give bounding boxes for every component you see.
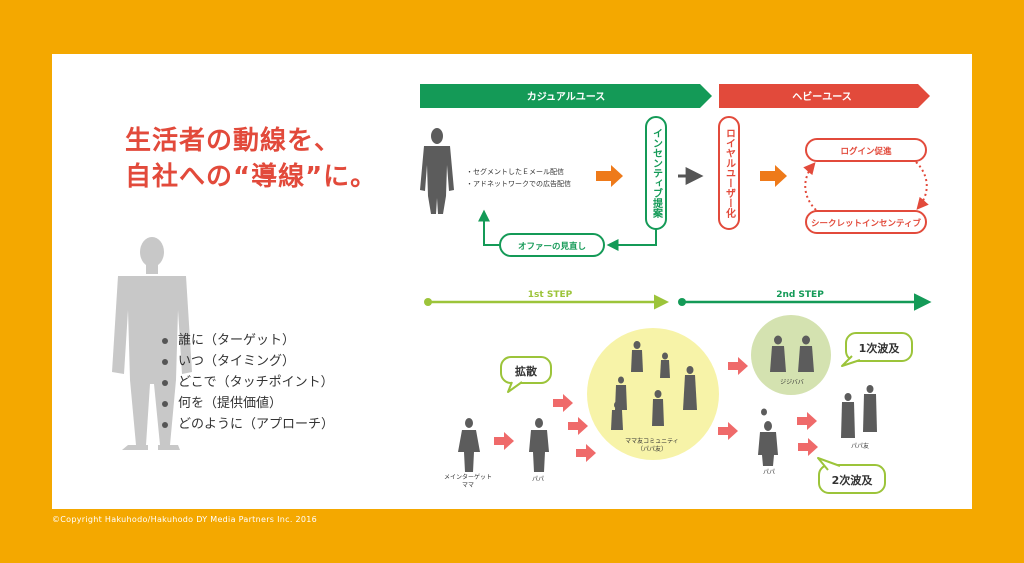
incentive-proposal-label: インセンティブ提案	[651, 128, 664, 219]
grandparents-circle	[751, 315, 831, 395]
spread-label: 拡散	[515, 364, 538, 378]
question-who: 誰に（ターゲット）	[178, 333, 296, 348]
papa-label: パパ	[532, 476, 544, 483]
bullet-dot	[162, 337, 168, 344]
mama-community-label-2: （パパ友）	[637, 445, 667, 453]
bullet-dot	[162, 379, 168, 386]
papa-silhouette	[529, 418, 549, 472]
main-target-label-2: ママ	[462, 482, 474, 489]
question-when: いつ（タイミング）	[178, 354, 296, 369]
list-item: どのように（アプローチ）	[162, 414, 334, 435]
incentive-proposal-box: インセンティブ提案	[645, 116, 667, 230]
loyal-user-label: ロイヤルユーザー化	[724, 128, 736, 219]
first-step-label: 1st STEP	[528, 290, 573, 300]
spread-arrows	[494, 357, 818, 462]
grandparents-label: ジジババ	[780, 379, 804, 386]
heavy-use-banner: ヘビーユース	[719, 84, 930, 108]
loyal-user-box: ロイヤルユーザー化	[718, 116, 740, 230]
adnetwork-bullet: ・アドネットワークでの広告配信	[466, 179, 571, 188]
headline-line-2: 自社への“導線”に。	[125, 162, 378, 192]
copyright-text: ©Copyright Hakuhodo/Hakuhodo DY Media Pa…	[52, 515, 318, 524]
orange-arrow-1	[596, 165, 623, 187]
papa2-label: パパ	[763, 469, 775, 476]
question-where: どこで（タッチポイント）	[178, 375, 334, 390]
return-line	[478, 209, 500, 246]
spread-bubble: 拡散	[500, 356, 552, 393]
secret-incentive-box: シークレットインセンティブ	[805, 210, 927, 234]
login-promotion-label: ログイン促進	[840, 146, 892, 157]
email-bullet: ・セグメントしたＥメール配信	[466, 167, 564, 176]
feedback-line	[606, 229, 657, 251]
casual-use-label: カジュアルユース	[527, 91, 606, 103]
casual-use-banner: カジュアルユース	[420, 84, 712, 108]
list-item: いつ（タイミング）	[162, 351, 334, 372]
offer-review-box: オファーの見直し	[499, 233, 605, 257]
papa-with-child-silhouette	[758, 408, 778, 466]
large-person-silhouette	[112, 237, 192, 450]
second-step-label: 2nd STEP	[776, 290, 824, 300]
loop-left-arrow	[803, 162, 817, 211]
question-list: 誰に（ターゲット） いつ（タイミング） どこで（タッチポイント） 何を（提供価値…	[162, 330, 334, 435]
content-card	[52, 54, 972, 509]
papa-friends-silhouettes	[841, 385, 877, 438]
question-what: 何を（提供価値）	[178, 396, 283, 411]
list-item: 何を（提供価値）	[162, 393, 334, 414]
heavy-use-label: ヘビーユース	[792, 90, 852, 103]
list-item: どこで（タッチポイント）	[162, 372, 334, 393]
question-how: どのように（アプローチ）	[178, 417, 335, 432]
grandparents-silhouettes	[770, 335, 814, 372]
community-group-silhouettes	[611, 341, 697, 430]
target-person-silhouette	[420, 128, 454, 214]
mama-community-label-1: ママ友コミュニティ	[625, 437, 679, 445]
main-target-label-1: メインターゲット	[444, 473, 492, 481]
first-wave-bubble: 1次波及	[841, 332, 913, 367]
headline-line-1: 生活者の動線を、	[125, 126, 342, 156]
main-target-mama-silhouette	[458, 418, 480, 472]
list-item: 誰に（ターゲット）	[162, 330, 334, 351]
bullet-dot	[162, 400, 168, 407]
bullet-dot	[162, 358, 168, 365]
bullet-dot	[162, 421, 168, 428]
secret-incentive-label: シークレットインセンティブ	[811, 218, 921, 229]
orange-arrow-2	[760, 165, 787, 187]
second-step-line: 2nd STEP	[678, 290, 932, 311]
headline: 生活者の動線を、 自社への“導線”に。	[125, 123, 377, 195]
second-wave-bubble: 2次波及	[817, 457, 886, 494]
first-step-line: 1st STEP	[424, 290, 669, 310]
offer-review-label: オファーの見直し	[518, 241, 586, 252]
papa-friends-label: パパ友	[851, 442, 869, 450]
login-promotion-box: ログイン促進	[805, 138, 927, 162]
second-wave-label: 2次波及	[832, 473, 874, 487]
loop-right-arrow	[915, 161, 929, 210]
first-wave-label: 1次波及	[859, 341, 901, 355]
